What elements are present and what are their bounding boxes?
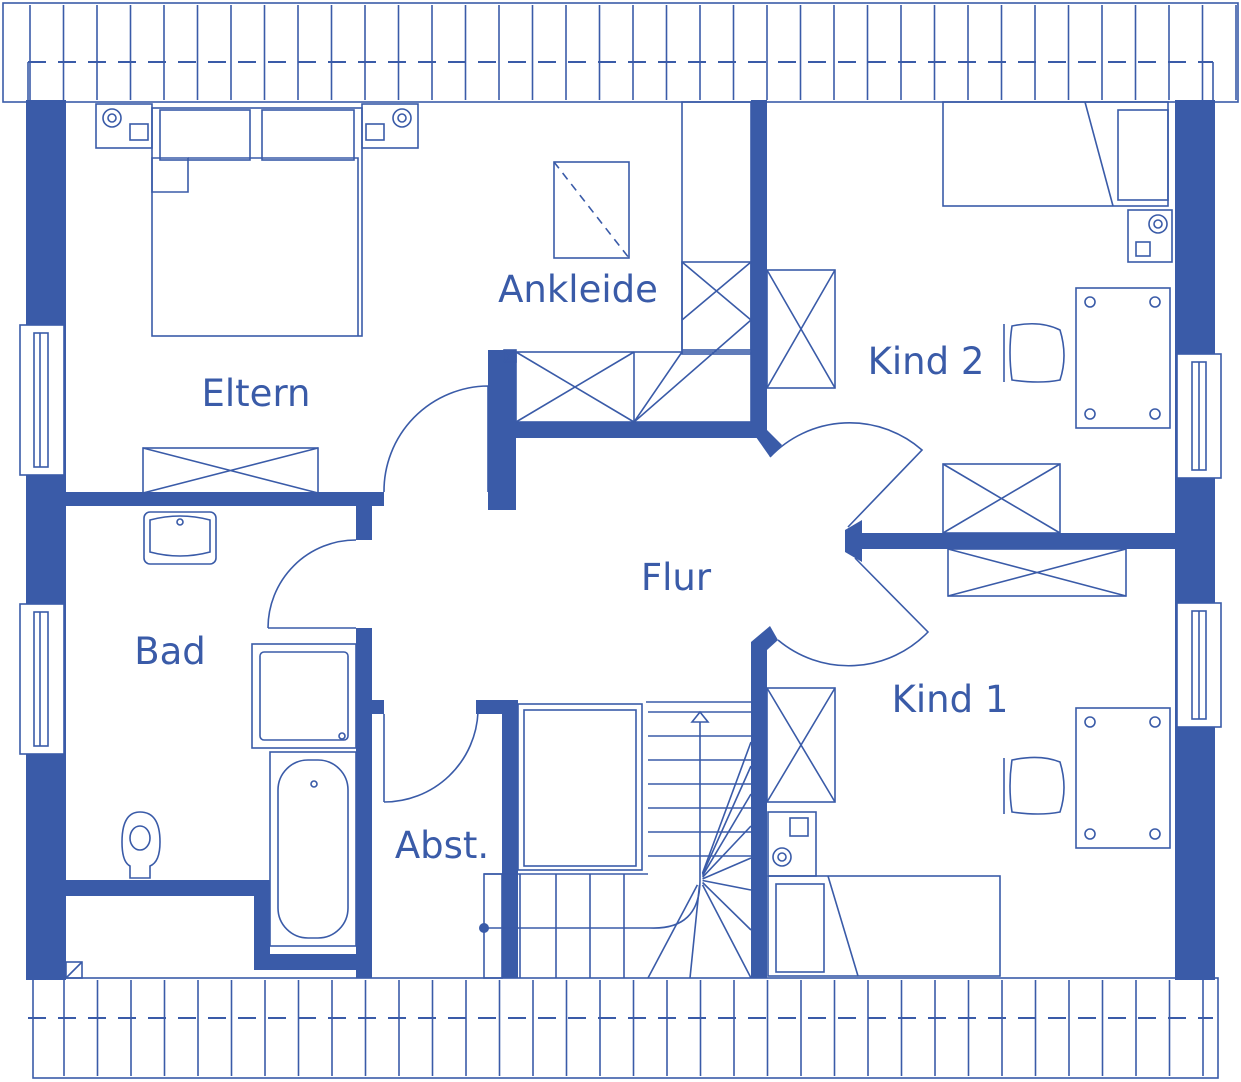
kind2-wardrobe-left	[766, 269, 836, 389]
ankleide-furniture	[503, 101, 752, 423]
eltern-furniture	[95, 103, 419, 494]
room-label-flur: Flur	[641, 556, 712, 599]
room-label-kind1: Kind 1	[892, 678, 1009, 721]
room-label-abst: Abst.	[395, 824, 489, 867]
kind1-chair	[1003, 756, 1065, 815]
bad-fixtures	[65, 511, 357, 979]
kind2-nightstand	[1127, 209, 1173, 263]
window-right-lower	[1176, 602, 1222, 728]
toilet	[121, 811, 161, 879]
roof-bottom	[28, 977, 1219, 1079]
drawing-line	[701, 881, 752, 931]
window-right-upper	[1176, 353, 1222, 479]
drawing-line	[702, 857, 752, 880]
double-bed	[151, 107, 363, 337]
kind2-desk	[1075, 287, 1171, 429]
eltern-wardrobe	[142, 447, 319, 494]
drawing-line	[647, 884, 699, 979]
window-left-upper	[19, 324, 65, 476]
drawing-line	[701, 825, 752, 878]
room-label-ankleide: Ankleide	[498, 268, 658, 311]
kind1-nightstand	[767, 811, 817, 877]
kind2-furniture	[766, 101, 1173, 534]
room-label-eltern: Eltern	[202, 372, 311, 415]
window-left-lower	[19, 603, 65, 755]
kind1-wardrobe-top	[947, 548, 1127, 597]
staircase	[479, 701, 752, 979]
exterior-walls	[26, 100, 1215, 980]
drawing-line	[702, 879, 752, 891]
kind2-bed	[942, 101, 1169, 207]
washbasin	[143, 511, 217, 565]
drawing-line	[701, 884, 752, 979]
kind1-furniture	[766, 548, 1171, 977]
kind2-wardrobe-bottom	[942, 463, 1061, 534]
drawing-line	[701, 765, 752, 875]
kind1-desk	[1075, 707, 1171, 849]
room-label-kind2: Kind 2	[868, 340, 985, 383]
roof-top	[2, 2, 1239, 103]
kind1-wardrobe-left	[766, 687, 836, 803]
nightstand-right	[361, 103, 419, 149]
bathtub	[269, 751, 357, 947]
interior-walls	[66, 100, 1175, 978]
windows	[19, 324, 1222, 755]
room-label-bad: Bad	[134, 630, 206, 673]
kind1-bed	[767, 875, 1001, 977]
doors	[267, 385, 930, 803]
room-labels: Eltern Ankleide Kind 2 Flur Bad Kind 1 A…	[134, 268, 1008, 867]
kind2-chair	[1003, 322, 1065, 383]
shower	[251, 643, 357, 749]
nightstand-left	[95, 103, 153, 149]
bad-floor-drain	[65, 961, 83, 979]
